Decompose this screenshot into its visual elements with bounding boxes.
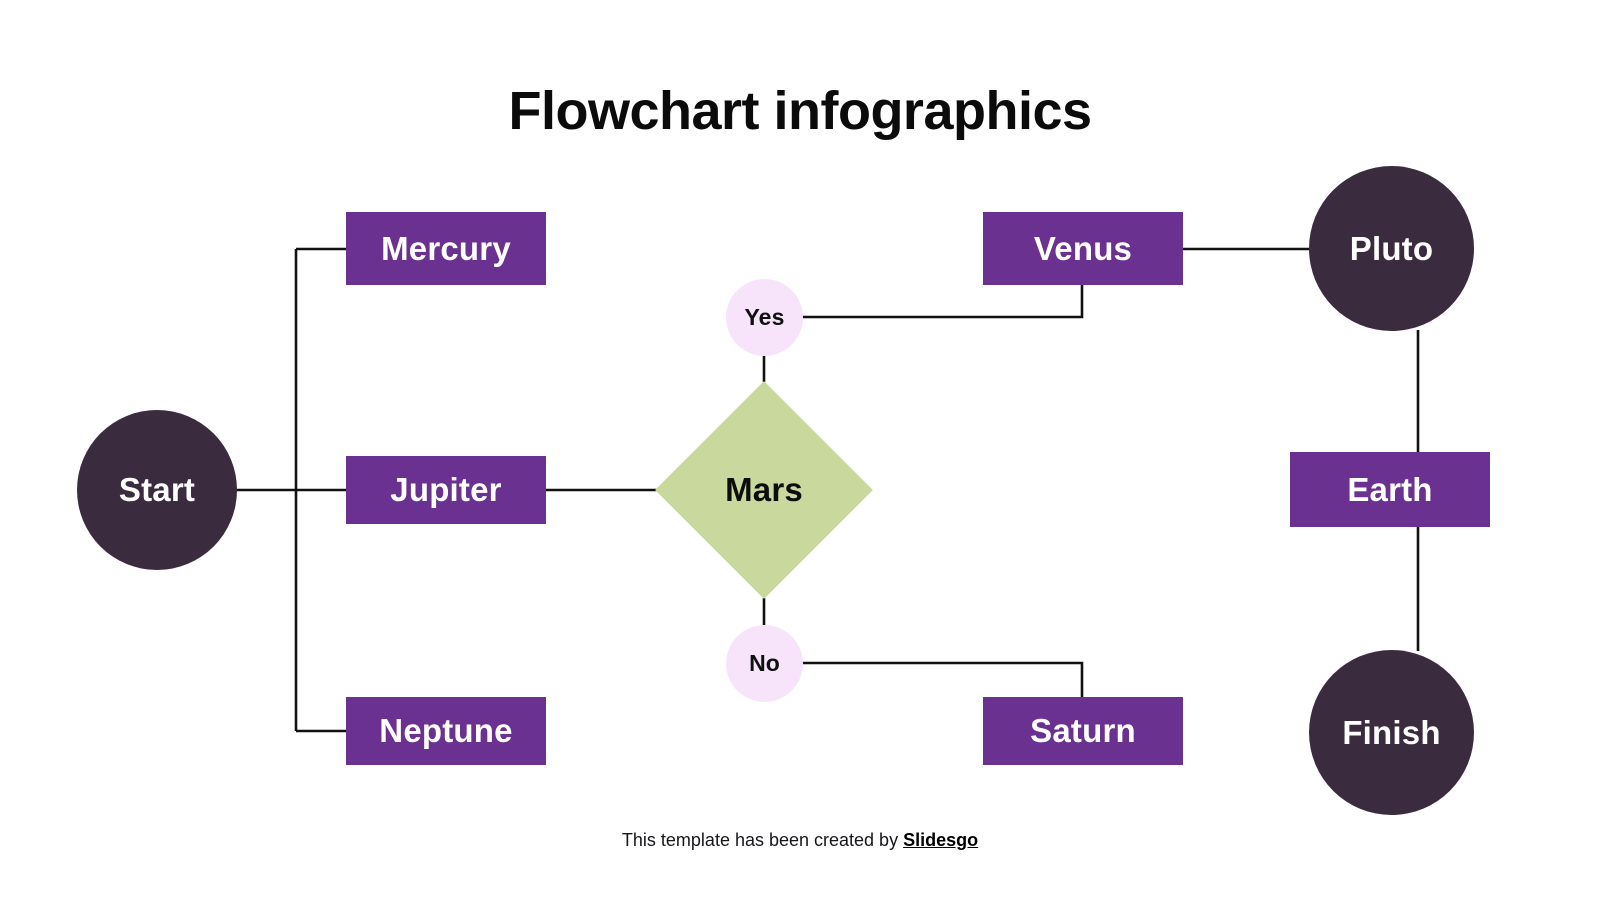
- node-jupiter-label: Jupiter: [390, 471, 502, 508]
- node-start-label: Start: [118, 471, 196, 508]
- node-mars[interactable]: Mars: [655, 381, 873, 599]
- node-earth-label: Earth: [1347, 470, 1433, 508]
- node-saturn[interactable]: Saturn: [983, 697, 1183, 765]
- node-saturn-label: Saturn: [1030, 712, 1136, 749]
- node-no[interactable]: No: [726, 625, 803, 702]
- node-pluto[interactable]: Pluto: [1309, 166, 1474, 331]
- node-jupiter[interactable]: Jupiter: [346, 456, 546, 524]
- node-no-label: No: [749, 650, 780, 676]
- edge-yes-to-venus: [802, 285, 1084, 319]
- node-pluto-label: Pluto: [1349, 229, 1434, 267]
- node-neptune[interactable]: Neptune: [346, 697, 546, 765]
- node-mars-label: Mars: [725, 471, 803, 508]
- node-venus[interactable]: Venus: [983, 212, 1183, 285]
- footer-credit: This template has been created by Slides…: [0, 830, 1600, 851]
- node-start[interactable]: Start: [77, 410, 237, 570]
- node-finish-label: Finish: [1342, 713, 1441, 751]
- page-title: Flowchart infographics: [508, 81, 1092, 141]
- node-neptune-label: Neptune: [379, 712, 513, 749]
- node-earth[interactable]: Earth: [1290, 452, 1490, 527]
- node-yes-label: Yes: [744, 304, 785, 330]
- edge-no-to-saturn: [802, 661, 1084, 697]
- footer-text: This template has been created by: [621, 830, 904, 850]
- node-venus-label: Venus: [1033, 229, 1133, 267]
- slidesgo-link[interactable]: Slidesgo: [903, 830, 979, 850]
- node-mercury-label: Mercury: [381, 229, 511, 267]
- node-mercury[interactable]: Mercury: [346, 212, 546, 285]
- node-finish[interactable]: Finish: [1309, 650, 1474, 815]
- node-yes[interactable]: Yes: [726, 279, 803, 356]
